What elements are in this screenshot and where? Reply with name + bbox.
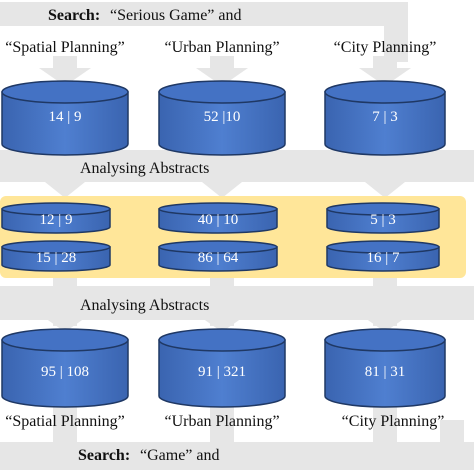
- bottom-count-spatial: 95 | 108: [40, 364, 90, 380]
- bottom-term-urban-planning: “Urban Planning”: [164, 413, 280, 430]
- arrow-head-mid-bottom-urban: [202, 318, 242, 332]
- mid-upper-count-urban: 40 | 10: [197, 212, 239, 228]
- cylinder-top-spatial-lid: [1, 80, 129, 104]
- arrow-shaft-bottom-spatial: [53, 404, 77, 444]
- bottom-term-spatial-planning: “Spatial Planning”: [5, 413, 125, 430]
- bottom-term-city-planning: “City Planning”: [341, 413, 445, 430]
- cylinder-top-urban-body: [158, 91, 286, 156]
- cylinder-top-spatial-body: [1, 91, 129, 156]
- mid-upper-count-city: 5 | 3: [370, 212, 396, 228]
- cylinder-mid-upper-urban-lid: [158, 202, 278, 216]
- cylinder-top-city-body: [324, 91, 446, 156]
- cylinder-top-urban: [158, 80, 286, 156]
- cylinder-mid-upper-spatial: [1, 202, 111, 234]
- top-count-urban: 52 |10: [203, 109, 241, 125]
- arrow-shaft-top-spatial: [53, 56, 77, 70]
- bottom-right-connector: [440, 420, 464, 470]
- top-count-spatial: 14 | 9: [48, 109, 82, 125]
- bottom-count-city: 81 | 31: [364, 364, 406, 380]
- arrow-shaft-bottom-city: [373, 404, 397, 444]
- cylinder-bottom-urban: [158, 328, 286, 408]
- arrow-head-top-urban: [196, 68, 248, 86]
- cylinder-mid-upper-spatial-lid: [1, 202, 111, 216]
- cylinder-mid-lower-city-body: [326, 246, 440, 272]
- cylinder-mid-upper-city-body: [326, 208, 440, 234]
- top-right-connector: [384, 2, 408, 62]
- cylinder-bottom-urban-lid: [158, 328, 286, 352]
- cylinder-mid-lower-city-lid: [326, 240, 440, 254]
- arrow-shaft-bottom-urban: [210, 404, 234, 444]
- top-term-spatial-planning: “Spatial Planning”: [5, 39, 125, 56]
- mid-lower-count-urban: 86 | 64: [197, 250, 239, 266]
- bottom-search-keyword: Search:: [78, 447, 131, 464]
- mid-lower-count-city: 16 | 7: [366, 250, 400, 266]
- top-search-keyword: Search:: [48, 7, 101, 24]
- top-count-city: 7 | 3: [372, 109, 398, 125]
- bottom-search-phrase: “Game” and: [140, 447, 220, 464]
- cylinder-top-city: [324, 80, 446, 156]
- connector-mid-bottom-spatial: [53, 272, 77, 326]
- database-cylinders: [1, 80, 446, 408]
- cylinder-mid-upper-spatial-body: [1, 208, 111, 234]
- connector-mid-bottom-city: [373, 272, 397, 326]
- cylinder-mid-lower-spatial-lid: [1, 240, 111, 254]
- cylinder-mid-upper-urban: [158, 202, 278, 234]
- cylinder-mid-lower-spatial-body: [1, 246, 111, 272]
- cylinder-bottom-urban-body: [158, 339, 286, 408]
- arrow-head-mid-top-spatial: [45, 182, 85, 198]
- cylinder-bottom-spatial-lid: [1, 328, 129, 352]
- cylinder-mid-upper-urban-body: [158, 208, 278, 234]
- arrow-head-top-spatial: [39, 68, 91, 86]
- top-term-city-planning: “City Planning”: [333, 39, 437, 56]
- analysing-abstracts-label-bottom: Analysing Abstracts: [80, 297, 210, 314]
- cylinder-mid-upper-city-lid: [326, 202, 440, 216]
- cylinder-top-urban-lid: [158, 80, 286, 104]
- mid-lower-count-spatial: 15 | 28: [35, 250, 77, 266]
- arrow-head-mid-bottom-city: [365, 318, 405, 332]
- top-search-phrase: “Serious Game” and: [110, 7, 242, 24]
- cylinder-top-city-lid: [324, 80, 446, 104]
- arrow-head-mid-top-urban: [202, 182, 242, 198]
- arrow-shaft-top-urban: [210, 56, 234, 70]
- cylinder-mid-lower-urban-body: [158, 246, 278, 272]
- arrow-head-mid-top-city: [365, 182, 405, 198]
- arrow-shaft-top-city: [373, 56, 397, 70]
- bottom-count-urban: 91 | 321: [197, 364, 247, 380]
- cylinder-mid-lower-urban-lid: [158, 240, 278, 254]
- cylinder-bottom-city: [324, 328, 446, 408]
- top-search-band: [0, 2, 406, 26]
- cylinder-bottom-spatial-body: [1, 339, 129, 408]
- bottom-search-band: [0, 442, 474, 470]
- cylinder-bottom-city-lid: [324, 328, 446, 352]
- connector-mid-bottom-urban: [210, 272, 234, 326]
- analysing-abstracts-label-top: Analysing Abstracts: [80, 160, 210, 177]
- cylinder-mid-lower-spatial: [1, 240, 111, 272]
- arrow-head-top-city: [359, 68, 411, 86]
- cylinder-top-spatial: [1, 80, 129, 156]
- arrow-head-mid-bottom-spatial: [45, 318, 85, 332]
- cylinder-mid-lower-urban: [158, 240, 278, 272]
- mid-upper-count-spatial: 12 | 9: [39, 212, 73, 228]
- cylinder-mid-lower-city: [326, 240, 440, 272]
- cylinder-bottom-city-body: [324, 339, 446, 408]
- top-term-urban-planning: “Urban Planning”: [164, 39, 280, 56]
- cylinder-mid-upper-city: [326, 202, 440, 234]
- cylinder-bottom-spatial: [1, 328, 129, 408]
